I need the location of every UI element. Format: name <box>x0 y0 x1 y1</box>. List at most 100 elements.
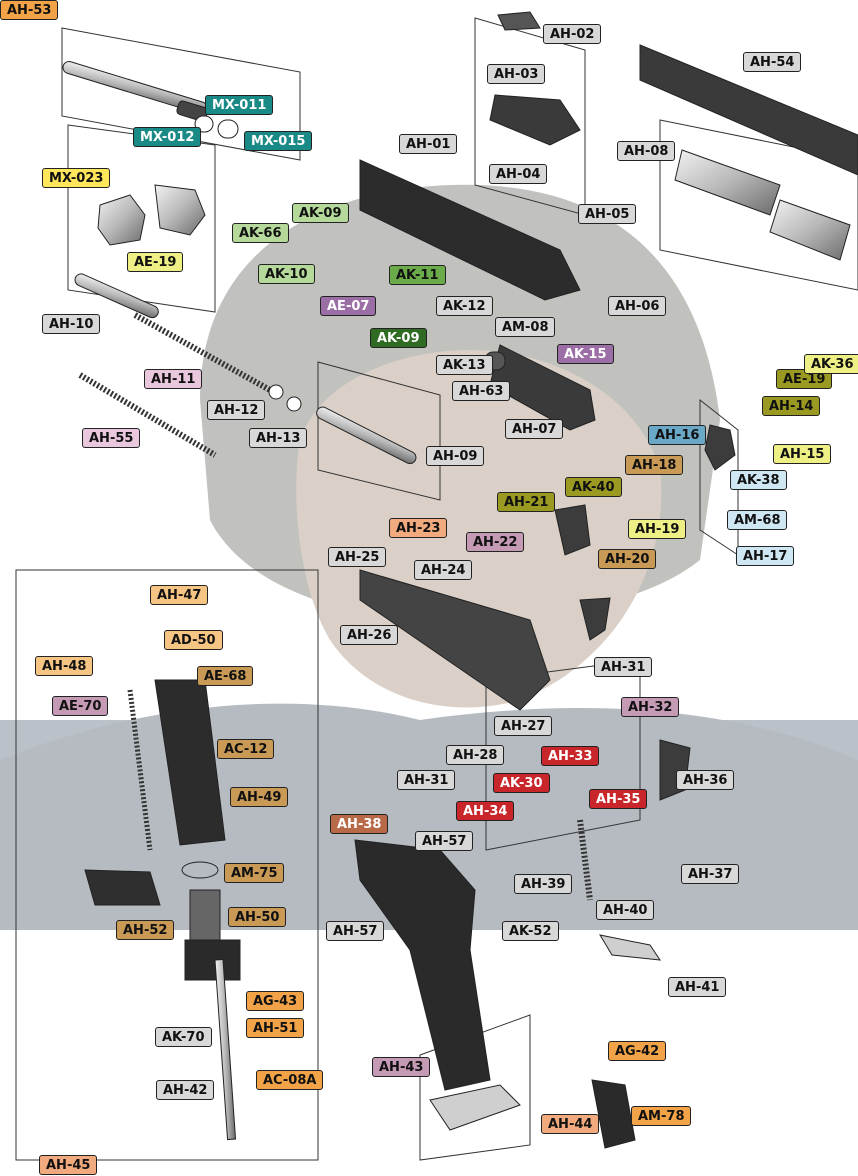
lower-white-area <box>320 930 858 1172</box>
part-label-ah-21: AH-21 <box>497 492 556 512</box>
part-label-ah-63: AH-63 <box>452 381 511 401</box>
part-outer-barrel-2 <box>674 149 851 261</box>
part-label-ag-42: AG-42 <box>608 1041 667 1061</box>
part-label-ah-47: AH-47 <box>150 585 209 605</box>
part-label-ah-38: AH-38 <box>330 814 389 834</box>
part-label-ag-43: AG-43 <box>246 991 305 1011</box>
part-label-ah-41: AH-41 <box>668 977 727 997</box>
part-label-ah-06: AH-06 <box>608 296 667 316</box>
part-label-ah-39: AH-39 <box>514 874 573 894</box>
part-label-ak-09: AK-09 <box>370 328 427 348</box>
part-label-ak-38: AK-38 <box>730 470 787 490</box>
part-label-ak-30: AK-30 <box>493 773 550 793</box>
part-label-ah-24: AH-24 <box>414 560 473 580</box>
part-label-ah-15: AH-15 <box>773 444 832 464</box>
part-label-ae-70: AE-70 <box>52 696 109 716</box>
part-hammer-parts <box>554 424 736 801</box>
part-label-ah-37: AH-37 <box>681 864 740 884</box>
part-label-ah-35: AH-35 <box>589 789 648 809</box>
part-label-ah-23: AH-23 <box>389 518 448 538</box>
part-label-ah-22: AH-22 <box>466 532 525 552</box>
part-label-ah-05: AH-05 <box>578 204 637 224</box>
part-label-ah-45: AH-45 <box>39 1155 98 1175</box>
part-label-ad-50: AD-50 <box>164 630 223 650</box>
part-label-am-75: AM-75 <box>224 863 285 883</box>
part-label-ah-28: AH-28 <box>446 745 505 765</box>
part-label-ak-12: AK-12 <box>436 296 493 316</box>
part-label-ah-40: AH-40 <box>596 900 655 920</box>
part-label-ak-66: AK-66 <box>232 223 289 243</box>
part-label-mx-015: MX-015 <box>244 131 313 151</box>
part-label-ah-26: AH-26 <box>340 625 399 645</box>
part-label-ae-07: AE-07 <box>320 296 377 316</box>
part-label-ah-54: AH-54 <box>743 52 802 72</box>
part-outer-barrel <box>62 60 239 139</box>
part-label-ah-03: AH-03 <box>487 64 546 84</box>
part-label-ah-18: AH-18 <box>625 455 684 475</box>
part-label-ak-40: AK-40 <box>565 477 622 497</box>
part-label-ah-10: AH-10 <box>42 314 101 334</box>
part-label-ah-09: AH-09 <box>426 446 485 466</box>
part-label-ah-17: AH-17 <box>736 546 795 566</box>
part-label-ah-53: AH-53 <box>0 0 59 20</box>
part-label-ak-11: AK-11 <box>389 265 446 285</box>
part-label-ah-48: AH-48 <box>35 656 94 676</box>
part-label-mx-012: MX-012 <box>133 127 202 147</box>
part-springs <box>78 312 593 901</box>
part-label-ah-12: AH-12 <box>207 400 266 420</box>
part-label-ae-68: AE-68 <box>197 666 254 686</box>
part-label-ah-04: AH-04 <box>489 164 548 184</box>
part-label-ah-42: AH-42 <box>156 1080 215 1100</box>
part-label-ah-16: AH-16 <box>648 425 707 445</box>
part-label-ah-43: AH-43 <box>372 1057 431 1077</box>
part-label-ah-57: AH-57 <box>415 831 474 851</box>
part-mag-catch <box>591 934 662 1149</box>
part-label-ak-70: AK-70 <box>155 1027 212 1047</box>
part-magazine <box>84 679 241 1141</box>
part-label-ak-15: AK-15 <box>557 344 614 364</box>
part-label-mx-023: MX-023 <box>42 168 111 188</box>
part-label-ah-31: AH-31 <box>397 770 456 790</box>
part-slide-cover <box>489 11 581 146</box>
part-slide <box>359 44 858 301</box>
part-label-ak-52: AK-52 <box>502 921 559 941</box>
part-label-ah-33: AH-33 <box>541 746 600 766</box>
part-label-ah-52: AH-52 <box>116 920 175 940</box>
part-label-ah-27: AH-27 <box>494 716 553 736</box>
part-label-ah-36: AH-36 <box>676 770 735 790</box>
part-label-ah-20: AH-20 <box>598 549 657 569</box>
part-frame <box>359 569 551 711</box>
part-label-ak-10: AK-10 <box>258 264 315 284</box>
part-label-ah-34: AH-34 <box>456 801 515 821</box>
part-label-ah-19: AH-19 <box>628 519 687 539</box>
part-label-ah-02: AH-02 <box>543 24 602 44</box>
part-label-ah-51: AH-51 <box>246 1018 305 1038</box>
part-label-ae-19: AE-19 <box>127 252 184 272</box>
part-label-ah-13: AH-13 <box>249 428 308 448</box>
part-label-ah-49: AH-49 <box>230 787 289 807</box>
part-label-ac-08a: AC-08A <box>256 1070 324 1090</box>
part-label-ah-08: AH-08 <box>617 141 676 161</box>
part-label-am-08: AM-08 <box>495 317 556 337</box>
part-label-ah-01: AH-01 <box>399 134 458 154</box>
part-grip <box>354 839 521 1131</box>
part-label-ah-50: AH-50 <box>228 907 287 927</box>
part-label-ak-13: AK-13 <box>436 355 493 375</box>
part-label-am-68: AM-68 <box>727 510 788 530</box>
part-label-ah-11: AH-11 <box>144 369 203 389</box>
part-guide-rod <box>74 273 417 465</box>
part-label-ac-12: AC-12 <box>217 739 275 759</box>
part-label-ak-09: AK-09 <box>292 203 349 223</box>
part-label-ah-32: AH-32 <box>621 697 680 717</box>
part-label-mx-011: MX-011 <box>205 95 274 115</box>
part-label-ah-25: AH-25 <box>328 547 387 567</box>
part-label-ah-14: AH-14 <box>762 396 821 416</box>
part-label-ah-57: AH-57 <box>326 921 385 941</box>
part-label-ak-36: AK-36 <box>804 354 858 374</box>
part-label-ah-55: AH-55 <box>82 428 141 448</box>
part-label-ah-31: AH-31 <box>594 657 653 677</box>
part-label-am-78: AM-78 <box>631 1106 692 1126</box>
part-label-ah-07: AH-07 <box>505 419 564 439</box>
